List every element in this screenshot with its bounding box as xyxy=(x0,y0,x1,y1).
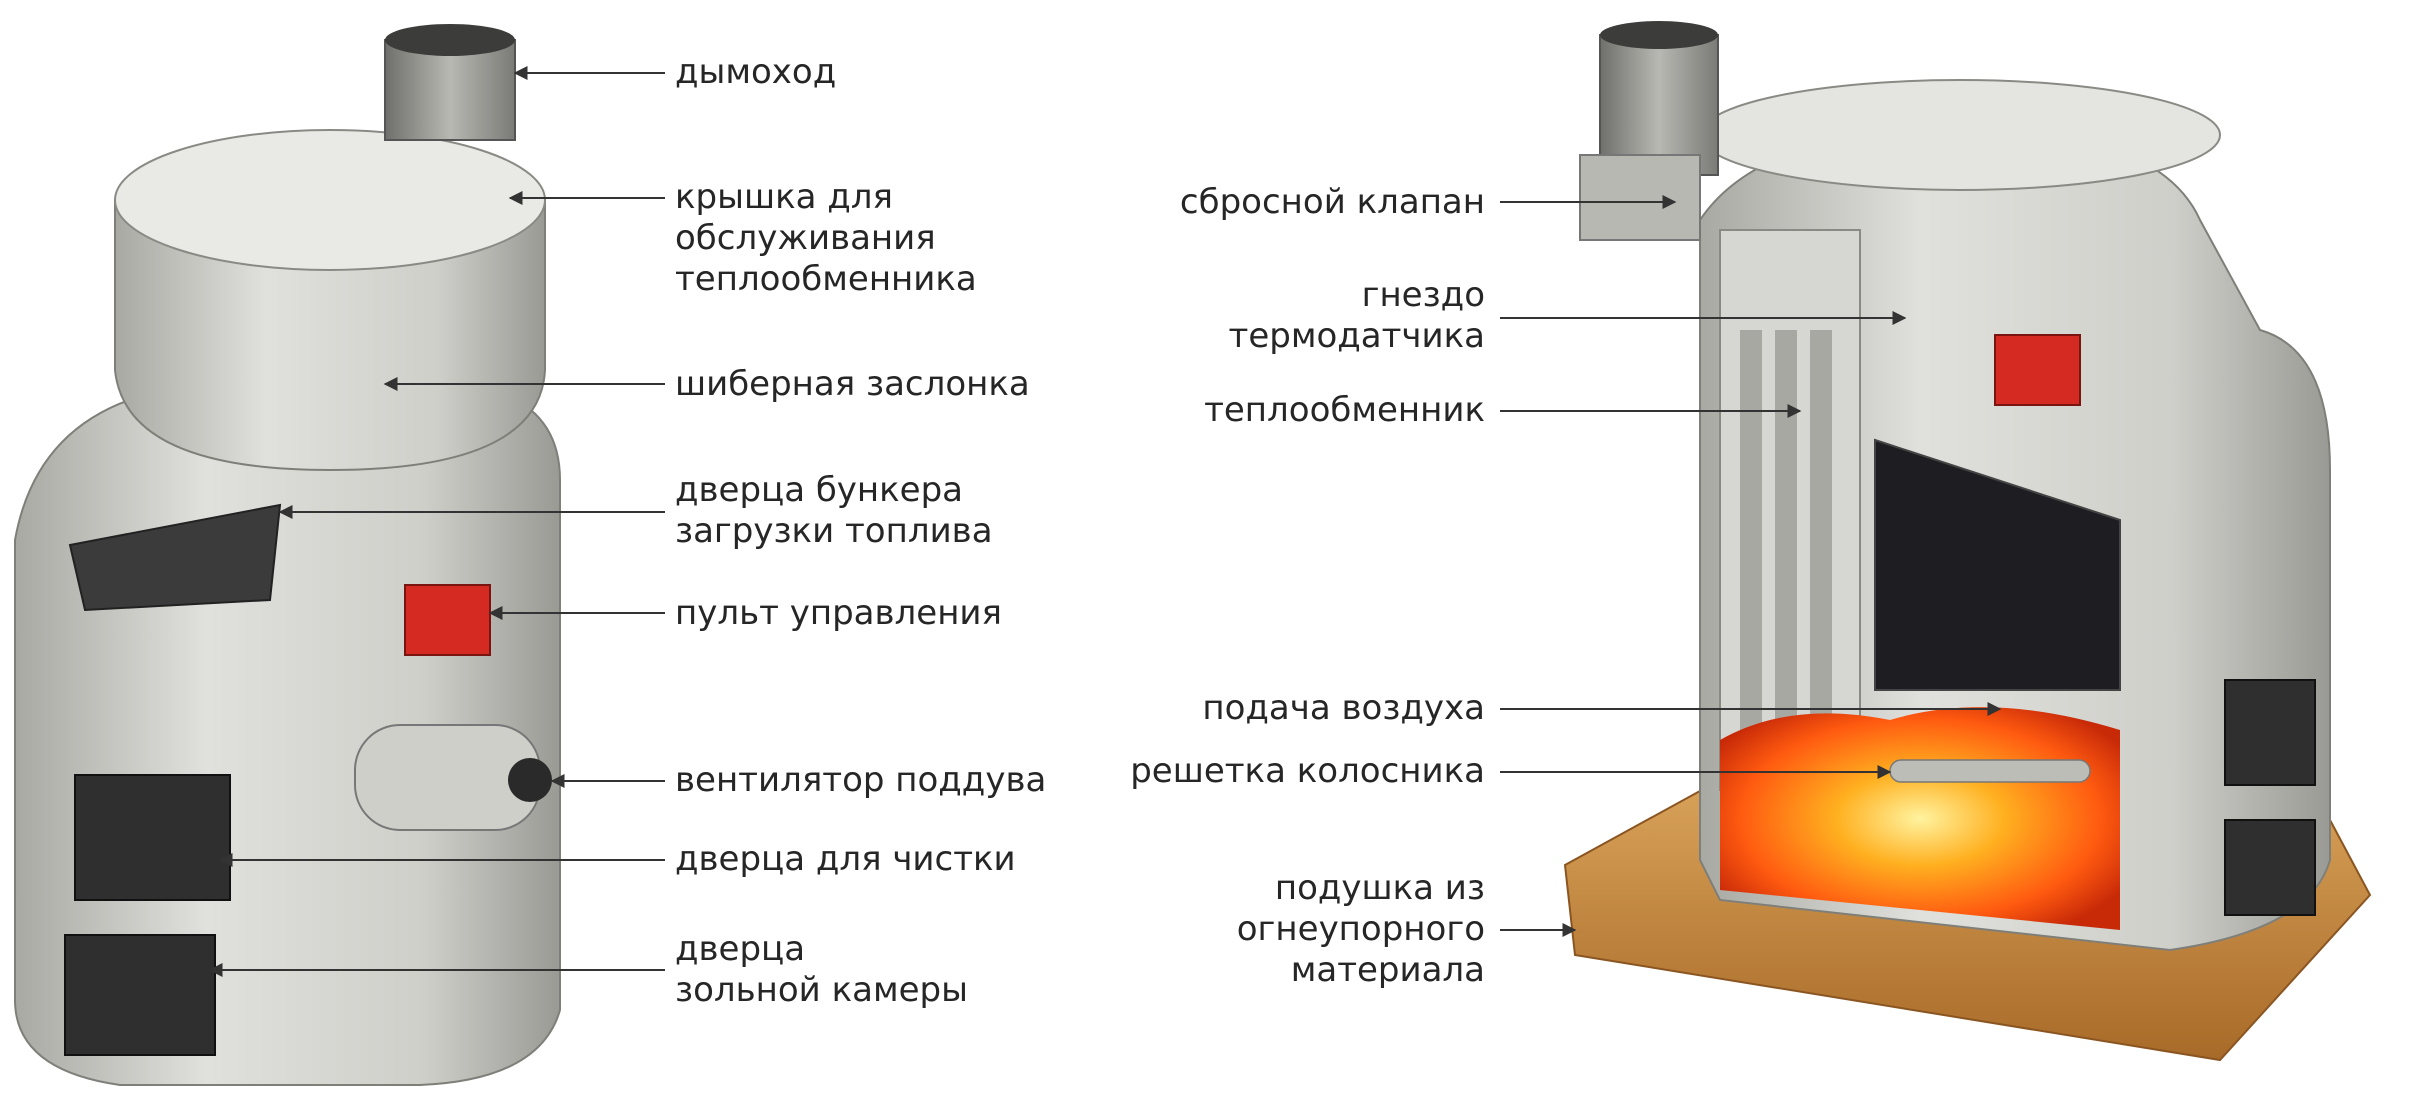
label-chimney: дымоход xyxy=(675,52,837,92)
label-sensor-socket: гнездо термодатчика xyxy=(1228,275,1485,356)
label-relief-valve: сбросной клапан xyxy=(1179,182,1485,222)
label-damper: шиберная заслонка xyxy=(675,364,1030,404)
label-air-supply: подача воздуха xyxy=(1202,688,1485,728)
label-cleaning-door: дверца для чистки xyxy=(675,839,1016,879)
label-hopper-door: дверца бункера загрузки топлива xyxy=(675,470,993,551)
label-lid: крышка для обслуживания теплообменника xyxy=(675,177,977,299)
left-leader-lines xyxy=(208,66,665,977)
label-control-panel: пульт управления xyxy=(675,593,1002,633)
right-leader-lines xyxy=(1500,195,2002,937)
boiler-cutaway-view xyxy=(1563,21,2372,1062)
label-refractory-pad: подушка из огнеупорного материала xyxy=(1236,868,1485,990)
label-ash-door: дверца зольной камеры xyxy=(675,929,968,1010)
label-heat-exchanger: теплообменник xyxy=(1204,390,1485,430)
label-grate: решетка колосника xyxy=(1130,751,1485,791)
label-fan: вентилятор поддува xyxy=(675,760,1047,800)
boiler-external-view xyxy=(14,24,561,1086)
